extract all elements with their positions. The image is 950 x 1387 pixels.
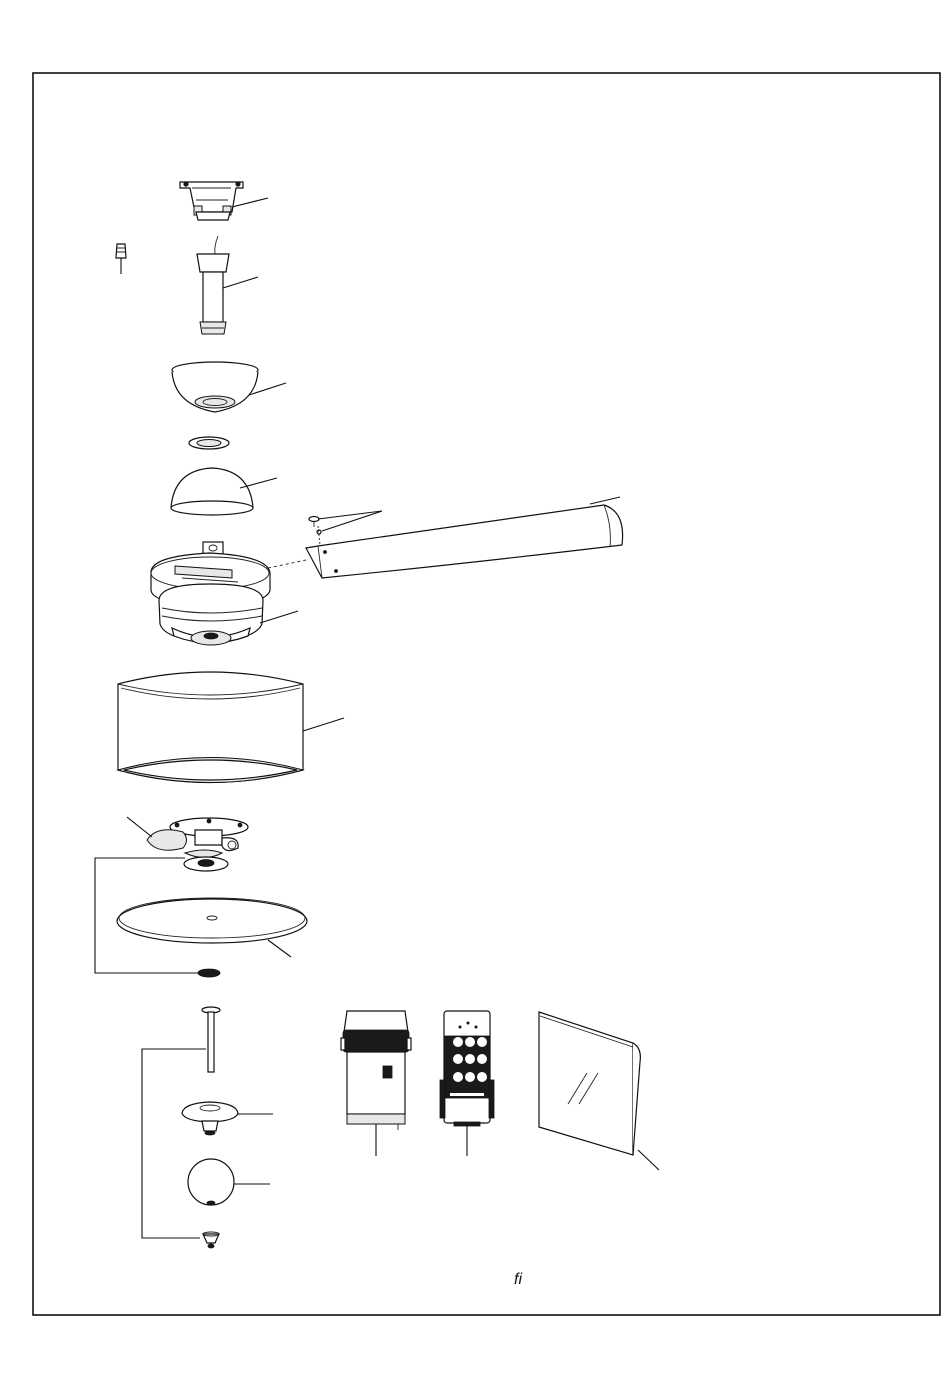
globe-icon [188,1159,270,1205]
canopy-ring-icon [189,437,229,449]
nut-icon [184,857,228,871]
blade-icon [268,497,623,578]
downrod-icon [197,236,258,334]
coupling-cover-icon [171,468,277,515]
canopy-icon [172,362,286,412]
caption-text: fi [514,1271,522,1288]
receiver-icon [341,1011,411,1156]
wire-connector-icon [116,244,126,274]
switch-cup-icon [182,1102,273,1135]
rod-bracket [142,1049,206,1238]
rod-icon [202,1007,220,1072]
mounting-bracket-icon [180,182,268,220]
drum-shade-icon [118,672,344,783]
finial-nut-icon [198,969,220,977]
diffuser-icon [117,898,307,957]
motor-housing-icon [151,542,298,645]
finial-icon [203,1232,219,1248]
remote-control-icon [440,1011,494,1156]
hardware-bag-icon [539,1012,659,1170]
